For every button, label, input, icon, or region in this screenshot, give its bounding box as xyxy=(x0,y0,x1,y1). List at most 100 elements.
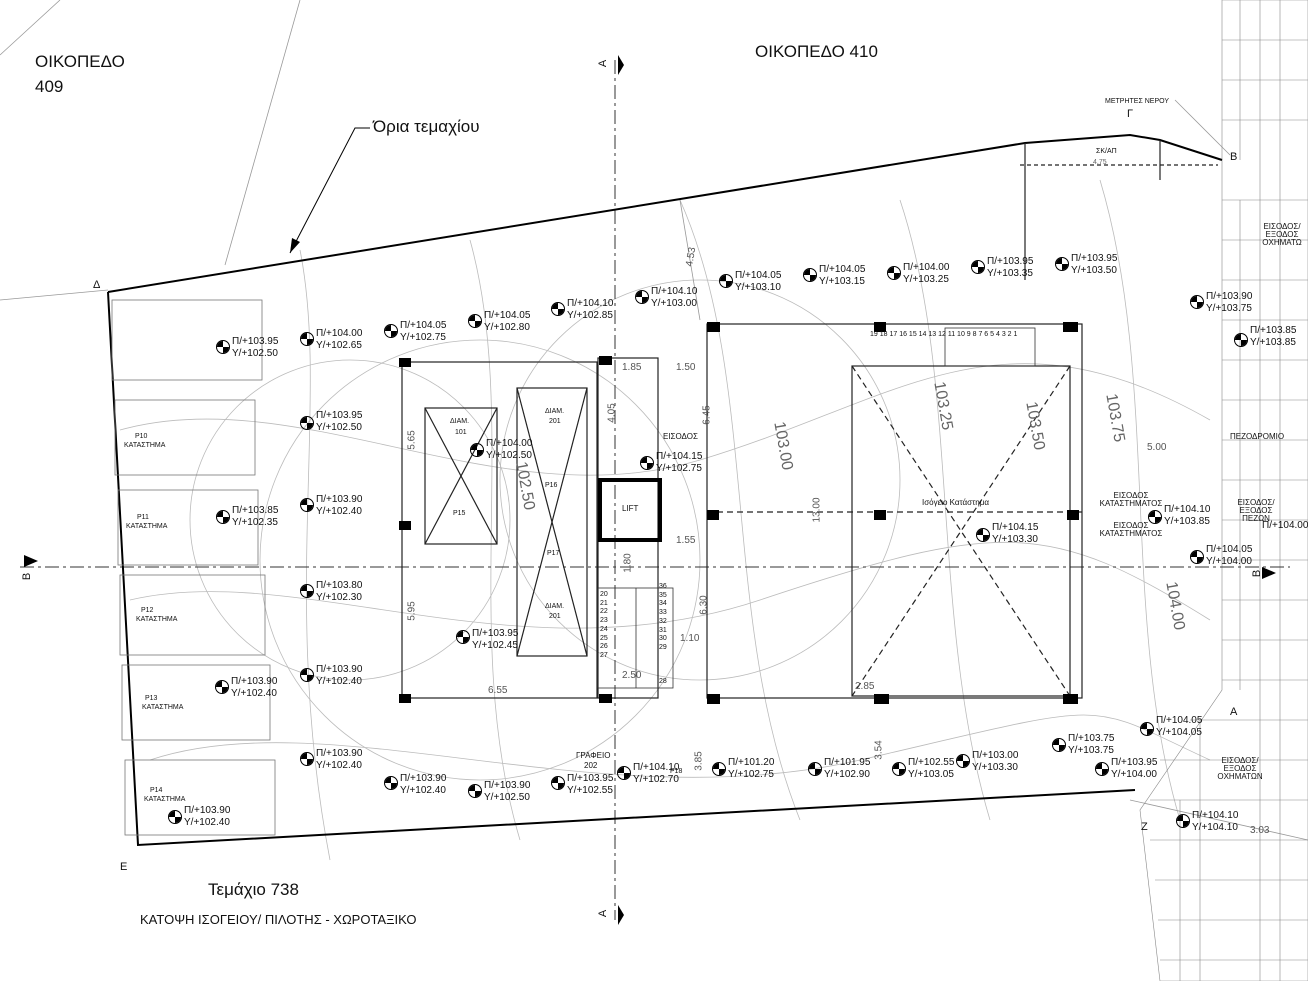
elevation-icon xyxy=(640,456,654,470)
elevation-icon xyxy=(468,784,482,798)
shop-p13: ΚΑΤΑΣΤΗΜΑ xyxy=(142,704,184,711)
elevation-icon xyxy=(1052,738,1066,752)
elevation-icon xyxy=(803,268,817,282)
elevation-icon xyxy=(468,314,482,328)
contour-lines xyxy=(119,179,1211,861)
elevation-icon xyxy=(456,630,470,644)
lift-label: LIFT xyxy=(622,504,639,513)
elevation-icon xyxy=(300,584,314,598)
corner-zeta: Ζ xyxy=(1141,821,1148,833)
shop-entrance-2: ΕΙΣΟΔΟΣ ΚΑΤΑΣΤΗΜΑΤΟΣ xyxy=(1099,521,1163,538)
columns xyxy=(399,322,1079,704)
shop-entrance-1: ΕΙΣΟΔΟΣ ΚΑΤΑΣΤΗΜΑΤΟΣ xyxy=(1099,491,1163,508)
parking-p13: P13 xyxy=(145,695,158,702)
elevation-icon xyxy=(384,776,398,790)
elevation-icon xyxy=(551,776,565,790)
boundary-label: Όρια τεμαχίου xyxy=(373,117,480,136)
boundary-leader xyxy=(289,127,370,254)
parking-p16: P16 xyxy=(545,482,558,489)
elevation-icon xyxy=(300,332,314,346)
lift-shaft xyxy=(598,478,662,542)
parking-bays xyxy=(111,299,276,836)
flat-201b-number: 201 xyxy=(549,613,561,620)
plot-409-label: ΟΙΚΟΠΕΔΟ xyxy=(35,52,125,71)
drawing-title: ΚΑΤΟΨΗ ΙΣΟΓΕΙΟΥ/ ΠΙΛΟΤΗΣ - ΧΩΡΟΤΑΞΙΚΟ xyxy=(140,912,417,927)
flat-201a-number: 201 xyxy=(549,418,561,425)
stairs-28: 28 xyxy=(659,678,667,685)
elevation-icon xyxy=(1190,295,1204,309)
elevation-icon xyxy=(808,762,822,776)
parking-p11: P11 xyxy=(137,514,149,521)
ground-shop-label: Ισόγειο Κατάστημα xyxy=(922,498,989,507)
elevation-icon xyxy=(956,754,970,768)
corner-delta: Δ xyxy=(93,279,101,291)
dim-250: 2.50 xyxy=(622,670,642,681)
elevation-icon xyxy=(1190,550,1204,564)
corner-alpha: Α xyxy=(1230,706,1238,718)
entrance-label: ΕΙΣΟΔΟΣ xyxy=(663,432,698,441)
elevation-icon xyxy=(1148,510,1162,524)
elevation-icon xyxy=(470,443,484,457)
shop-p11: ΚΑΤΑΣΤΗΜΑ xyxy=(126,523,168,530)
shop-p14: ΚΑΤΑΣΤΗΜΑ xyxy=(144,796,186,803)
dim-385: 3.85 xyxy=(693,751,705,771)
elevation-icon xyxy=(712,762,726,776)
dim-655: 6.55 xyxy=(488,685,508,696)
elevation-icon xyxy=(168,810,182,824)
elevation-icon xyxy=(971,260,985,274)
dim-645: 6.45 xyxy=(701,405,713,425)
elevation-icon xyxy=(216,340,230,354)
elevation-icon xyxy=(1140,722,1154,736)
vehicle-entry-top: ΕΙΣΟΔΟΣ/ΕΞΟΔΟΣ ΟΧΗΜΑΤΩ xyxy=(1262,222,1302,247)
elevation-icon xyxy=(1055,257,1069,271)
pedestrian-entry: ΕΙΣΟΔΟΣ/ΕΞΟΔΟΣ ΠΕΖΩΝ xyxy=(1237,498,1275,523)
dim-595: 5.95 xyxy=(406,601,418,621)
parcel-label: Τεμάχιο 738 xyxy=(208,880,299,899)
section-a-bottom: Α xyxy=(597,909,610,918)
pavement-label: ΠΕΖΟΔΡΟΜΙΟ xyxy=(1230,432,1285,441)
section-a-top: Α xyxy=(597,59,610,68)
elevation-icon xyxy=(892,762,906,776)
elevation-icon xyxy=(887,266,901,280)
elevation-icon xyxy=(976,528,990,542)
stairs-top: 19 18 17 16 15 14 13 12 11 10 9 8 7 6 5 … xyxy=(870,331,1018,338)
parking-p14: P14 xyxy=(150,787,163,794)
elevation-icon xyxy=(300,498,314,512)
elevation-icon xyxy=(1095,762,1109,776)
section-b-right: Β xyxy=(1251,569,1264,578)
dim-630: 6.30 xyxy=(698,595,710,615)
dim-303: 3.03 xyxy=(1250,825,1270,836)
parking-p10: P10 xyxy=(135,433,148,440)
parking-p15: P15 xyxy=(453,510,466,517)
plot-409-number: 409 xyxy=(35,77,64,96)
elevation-icon xyxy=(1234,333,1248,347)
sidewalk-paving xyxy=(1139,0,1308,981)
